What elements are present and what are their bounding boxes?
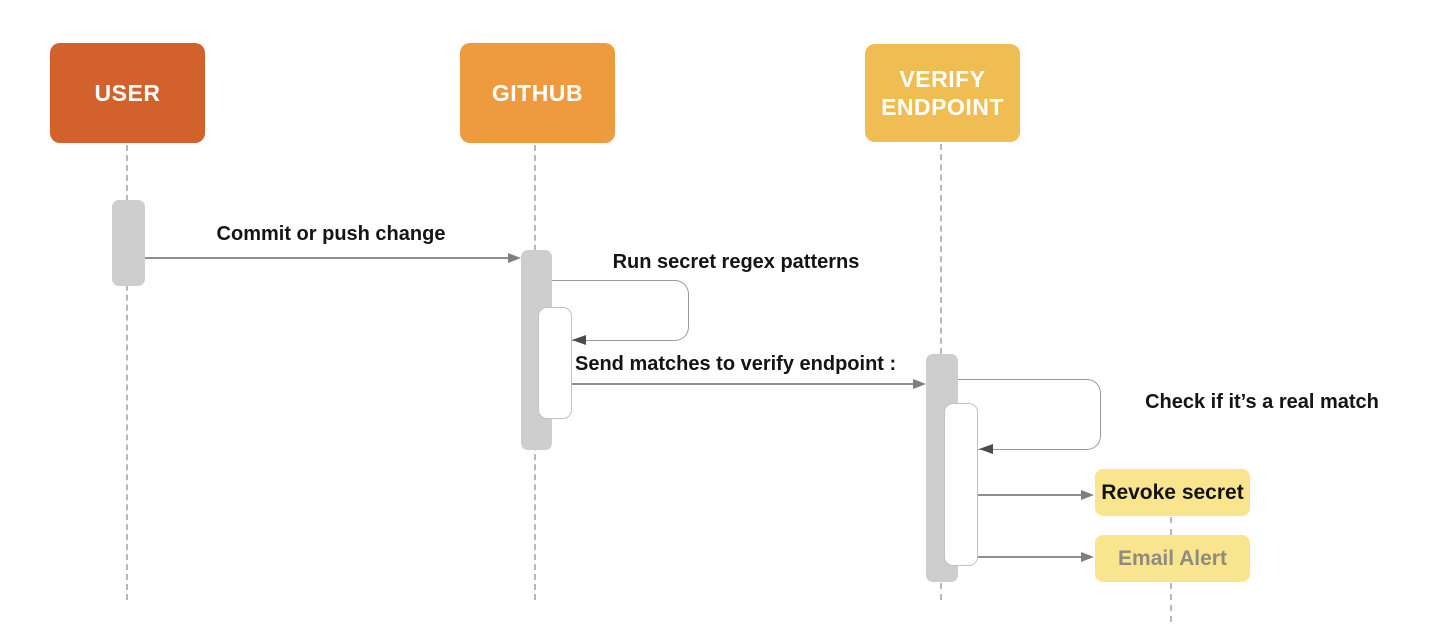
lifeline-notes-lower [1170,583,1172,622]
message-label-check: Check if it’s a real match [1145,391,1379,413]
activation-bar-github-nested [538,307,572,419]
activation-bar-verify-nested [944,403,978,566]
arrowhead-check-return-icon [979,444,993,454]
actor-box-github: GITHUB [460,43,615,143]
note-revoke-secret: Revoke secret [1095,469,1250,516]
arrowhead-regex-return-icon [572,335,586,345]
lifeline-verify-lower [940,583,942,600]
arrowhead-send-icon [913,379,926,389]
actor-box-user: USER [50,43,205,143]
message-label-regex: Run secret regex patterns [612,251,860,273]
actor-label-github: GITHUB [491,79,584,106]
actor-box-verify-endpoint: VERIFY ENDPOINT [865,44,1020,142]
note-label-email-alert: Email Alert [1118,546,1227,570]
arrowhead-email-icon [1081,552,1094,562]
lifeline-verify-upper [940,144,942,354]
actor-label-verify-endpoint: VERIFY ENDPOINT [881,65,1004,120]
message-label-commit: Commit or push change [216,223,446,245]
note-label-revoke-secret: Revoke secret [1101,480,1244,504]
message-line-send [572,383,913,385]
arrowhead-revoke-icon [1081,490,1094,500]
message-line-commit [145,257,508,259]
lifeline-user [126,145,128,600]
activation-bar-user [112,200,145,286]
note-email-alert: Email Alert [1095,535,1250,582]
self-loop-verify [958,379,1101,450]
actor-label-user: USER [94,79,161,106]
message-line-revoke [978,494,1081,496]
message-line-email [978,556,1081,558]
lifeline-notes-connector [1170,517,1172,535]
self-loop-github [552,280,689,341]
message-label-send: Send matches to verify endpoint : [575,353,897,375]
arrowhead-commit-icon [508,253,521,263]
